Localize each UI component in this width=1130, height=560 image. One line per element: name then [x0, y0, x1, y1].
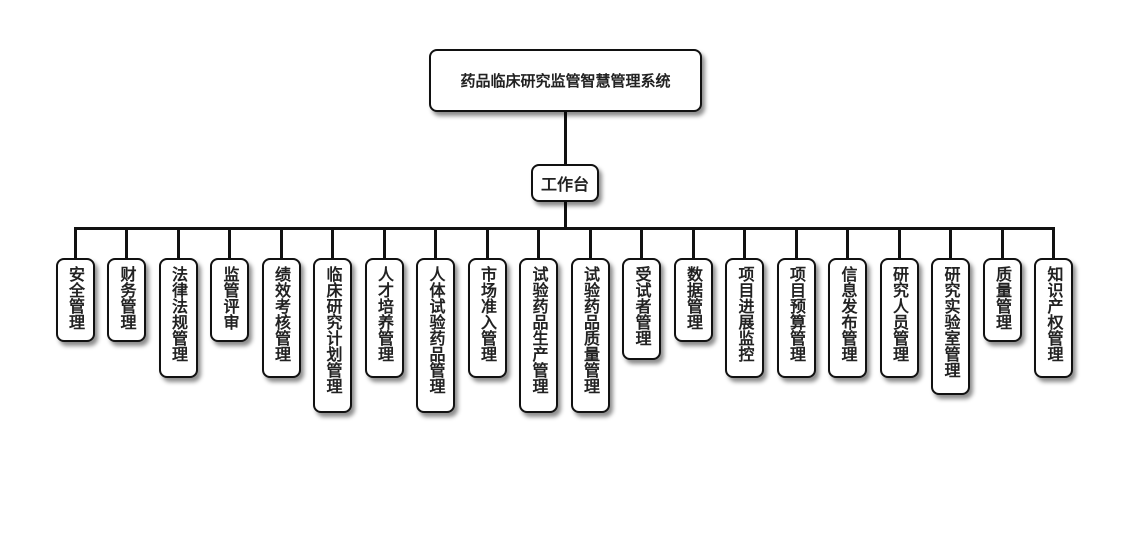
module-node[interactable]: 项目预算管理: [776, 258, 816, 378]
module-label: 数据管理: [684, 266, 703, 330]
module-label: 信息发布管理: [838, 266, 858, 362]
module-label: 人才培养管理: [375, 266, 394, 362]
connector-root-hub: [564, 112, 567, 164]
module-node[interactable]: 人才培养管理: [364, 258, 404, 378]
module-node[interactable]: 项目进展监控: [725, 258, 764, 378]
module-label: 监管评审: [220, 266, 240, 330]
connector-drop: [949, 228, 952, 259]
connector-hub-bus: [564, 201, 567, 229]
module-label: 法律法规管理: [169, 266, 188, 362]
hub-label: 工作台: [540, 175, 589, 194]
connector-drop: [897, 228, 901, 259]
module-label: 安全管理: [66, 266, 85, 330]
module-node[interactable]: 研究人员管理: [879, 258, 919, 378]
connector-bus: [74, 227, 1055, 230]
connector-drop: [485, 228, 489, 259]
connector-drop: [176, 228, 180, 259]
module-label: 知识产权管理: [1044, 266, 1064, 362]
connector-drop: [588, 228, 592, 259]
connector-drop: [794, 228, 798, 259]
module-node[interactable]: 市场准入管理: [467, 258, 507, 378]
connector-drop: [537, 228, 540, 259]
module-node[interactable]: 绩效考核管理: [261, 258, 301, 378]
module-label: 财务管理: [117, 266, 137, 330]
connector-drop: [1052, 228, 1055, 259]
connector-drop: [846, 228, 849, 259]
connector-drop: [434, 228, 437, 259]
module-node[interactable]: 人体试验药品管理: [416, 258, 455, 413]
connector-drop: [125, 228, 128, 259]
connector-drop: [73, 228, 77, 259]
module-node[interactable]: 试验药品质量管理: [570, 258, 610, 413]
module-label: 试验药品质量管理: [581, 266, 600, 394]
root-node[interactable]: 药品临床研究监管智慧管理系统: [429, 49, 702, 112]
module-label: 研究实验室管理: [941, 266, 961, 378]
connector-drop: [691, 228, 695, 259]
module-node[interactable]: 数据管理: [673, 258, 713, 343]
connector-drop: [279, 228, 283, 259]
module-node[interactable]: 质量管理: [982, 258, 1022, 343]
root-label: 药品临床研究监管智慧管理系统: [460, 72, 671, 90]
connector-drop: [228, 228, 231, 259]
module-label: 试验药品生产管理: [529, 266, 549, 394]
module-label: 市场准入管理: [478, 266, 497, 362]
connector-drop: [331, 228, 334, 259]
module-node[interactable]: 法律法规管理: [158, 258, 198, 378]
module-label: 受试者管理: [632, 266, 652, 346]
connector-drop: [1000, 228, 1004, 259]
module-node[interactable]: 信息发布管理: [828, 258, 867, 378]
module-node[interactable]: 财务管理: [107, 258, 146, 343]
module-node[interactable]: 监管评审: [210, 258, 249, 343]
module-node[interactable]: 受试者管理: [622, 258, 661, 360]
module-node[interactable]: 试验药品生产管理: [519, 258, 558, 413]
connector-drop: [743, 228, 746, 259]
module-label: 临床研究计划管理: [323, 266, 343, 394]
module-label: 项目进展监控: [735, 266, 755, 362]
module-label: 人体试验药品管理: [426, 266, 446, 394]
module-node[interactable]: 临床研究计划管理: [313, 258, 352, 413]
hub-node[interactable]: 工作台: [531, 164, 599, 202]
module-label: 绩效考核管理: [272, 266, 291, 362]
module-node[interactable]: 知识产权管理: [1034, 258, 1073, 378]
connector-drop: [640, 228, 643, 259]
module-label: 项目预算管理: [787, 266, 806, 362]
connector-drop: [382, 228, 386, 259]
module-label: 质量管理: [993, 266, 1012, 330]
module-label: 研究人员管理: [890, 266, 909, 362]
module-node[interactable]: 研究实验室管理: [931, 258, 970, 396]
module-node[interactable]: 安全管理: [55, 258, 95, 343]
